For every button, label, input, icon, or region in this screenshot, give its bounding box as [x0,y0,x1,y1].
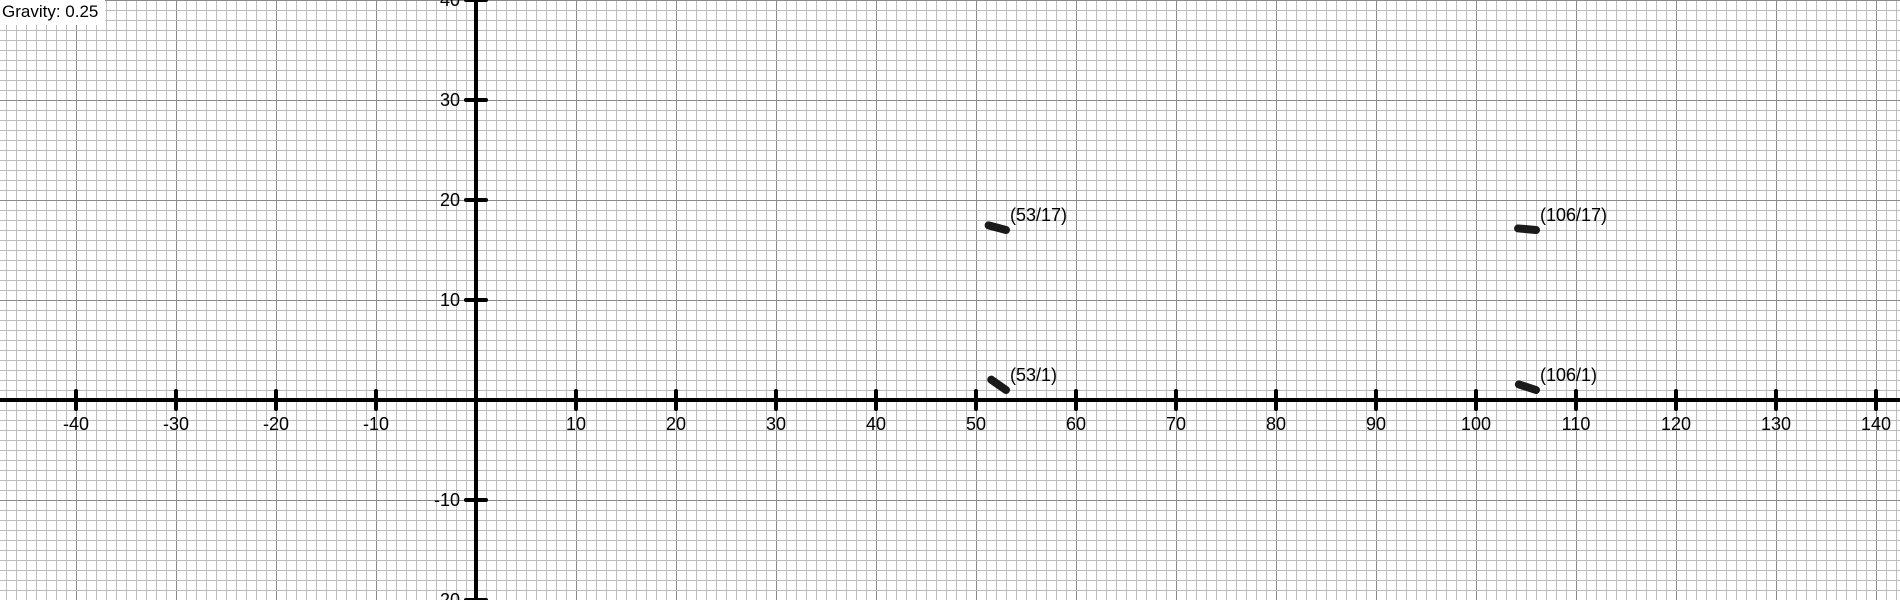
data-point-marker[interactable] [987,375,1010,394]
x-tick-label: -10 [363,414,389,434]
data-point-marker[interactable] [1514,380,1540,394]
x-tick-label: 30 [766,414,786,434]
axis-ticks: -40 -30 -20 -10 10 20 30 40 50 60 70 80 90 100 110 120 1… [63,0,1891,600]
x-tick-label: 140 [1861,414,1891,434]
x-tick-label: 10 [566,414,586,434]
data-point-label: (106/1) [1540,365,1597,385]
x-tick-label: 100 [1461,414,1491,434]
x-tick-label: -40 [63,414,89,434]
y-tick-label: 10 [440,290,460,310]
x-tick-label: -30 [163,414,189,434]
x-tick-label: 130 [1761,414,1791,434]
data-point-marker[interactable] [1514,224,1540,234]
y-tick-label: 30 [440,90,460,110]
x-tick-label: 40 [866,414,886,434]
data-point-label: (53/17) [1010,205,1067,225]
x-tick-label: 20 [666,414,686,434]
data-points: (53/17) (106/17) (53/1) (106/1) [984,205,1607,394]
y-tick-label: -10 [434,490,460,510]
x-tick-label: 80 [1266,414,1286,434]
x-tick-label: 50 [966,414,986,434]
data-point-label: (106/17) [1540,205,1607,225]
x-tick-label: 90 [1366,414,1386,434]
x-tick-label: 110 [1562,414,1591,434]
x-tick-label: 70 [1166,414,1186,434]
y-tick-label: 40 [440,0,460,10]
x-tick-label: -20 [263,414,289,434]
gravity-readout: Gravity: 0.25 [0,0,106,25]
data-point-marker[interactable] [984,221,1010,234]
x-tick-label: 60 [1066,414,1086,434]
y-tick-label: 20 [440,190,460,210]
x-tick-label: 120 [1661,414,1691,434]
y-tick-label: -20 [434,590,460,600]
data-point-label: (53/1) [1010,365,1057,385]
